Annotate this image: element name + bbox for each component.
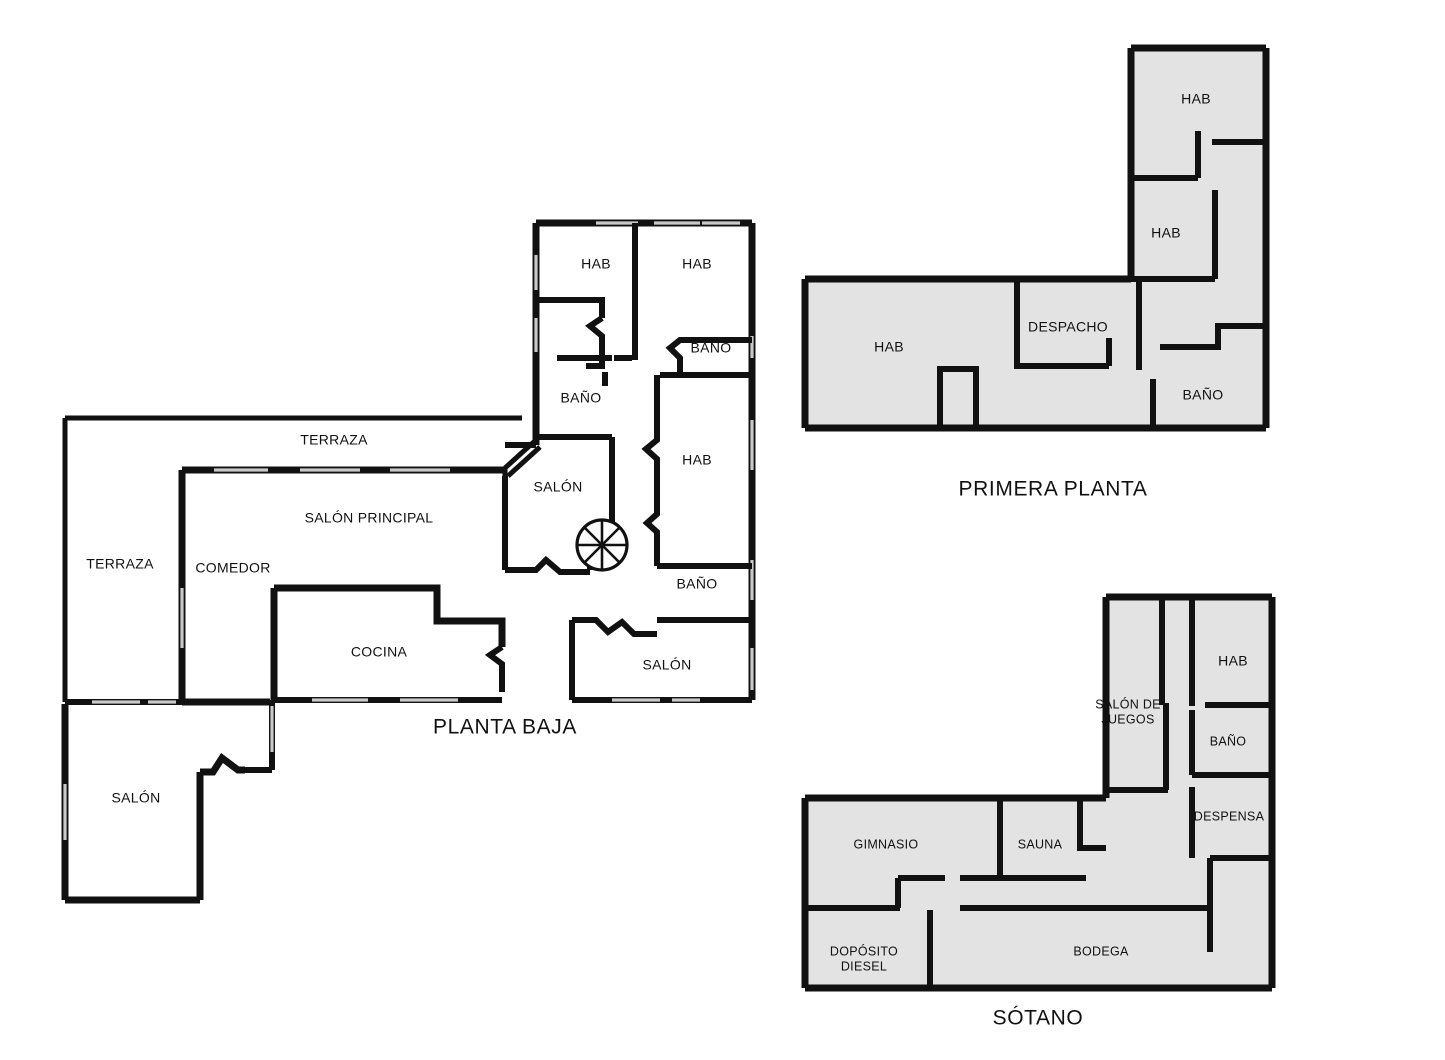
st-room-label-doposito-diesel-line1: DOPÓSITO [830,943,898,958]
pb-room-label-bano-3: BAÑO [677,576,718,592]
pp-room-label-bano: BAÑO [1183,387,1224,403]
floor-title-sotano: SÓTANO [993,1007,1084,1030]
pb-room-label-salon-principal: SALÓN PRINCIPAL [305,510,434,526]
st-room-label-bano: BAÑO [1210,734,1247,748]
st-room-label-gimnasio: GIMNASIO [854,837,919,851]
pb-room-label-terraza-1: TERRAZA [300,432,368,448]
pb-room-label-bano-2: BAÑO [561,390,602,406]
pb-room-label-salon-3: SALÓN [112,790,161,806]
floor-primera-planta: HAB HAB DESPACHO HAB BAÑO PRIMERA PLANTA [801,44,1270,501]
floor-title-planta-baja: PLANTA BAJA [433,716,577,739]
pb-room-label-cocina: COCINA [351,644,408,660]
st-room-label-hab: HAB [1218,653,1248,669]
pb-room-label-hab-2: HAB [682,256,712,272]
pb-room-label-salon-2: SALÓN [643,657,692,673]
pb-comedor-salon-principal [92,466,505,706]
st-room-label-bodega: BODEGA [1073,944,1129,958]
pp-room-label-despacho: DESPACHO [1028,319,1108,335]
st-room-label-doposito-diesel-line2: DIESEL [841,959,887,973]
pb-cocina [270,584,506,703]
st-room-label-despensa: DESPENSA [1194,809,1265,823]
pp-room-label-hab-2: HAB [1151,225,1181,241]
pb-room-label-bano-1: BAÑO [691,340,732,356]
pb-room-label-terraza-2: TERRAZA [86,556,154,572]
floor-title-primera-planta: PRIMERA PLANTA [959,478,1148,501]
floor-sotano: HAB SALÓN DE JUEGOS BAÑO DESPENSA GIMNAS… [801,593,1276,1030]
pb-upper-right-wing [502,219,756,703]
st-room-label-salon-de-juegos-line1: SALÓN DE [1095,696,1161,711]
pb-room-label-salon-1: SALÓN [534,479,583,495]
st-floor-fill [805,597,1272,988]
pb-room-label-comedor: COMEDOR [195,560,270,576]
pb-room-label-hab-1: HAB [581,256,611,272]
pp-floor-fill [805,48,1266,428]
pp-room-label-hab-1: HAB [1181,91,1211,107]
pp-room-label-hab-3: HAB [874,339,904,355]
st-room-label-salon-de-juegos-line2: JUEGOS [1101,712,1154,726]
pb-room-label-hab-3: HAB [682,452,712,468]
floor-planta-baja: HAB HAB BAÑO BAÑO HAB TERRAZA SALÓN SALÓ… [61,219,756,904]
pb-salon-bottom-left [61,700,275,904]
pb-spiral-staircase-icon [575,518,629,572]
st-room-label-sauna: SAUNA [1018,837,1063,851]
